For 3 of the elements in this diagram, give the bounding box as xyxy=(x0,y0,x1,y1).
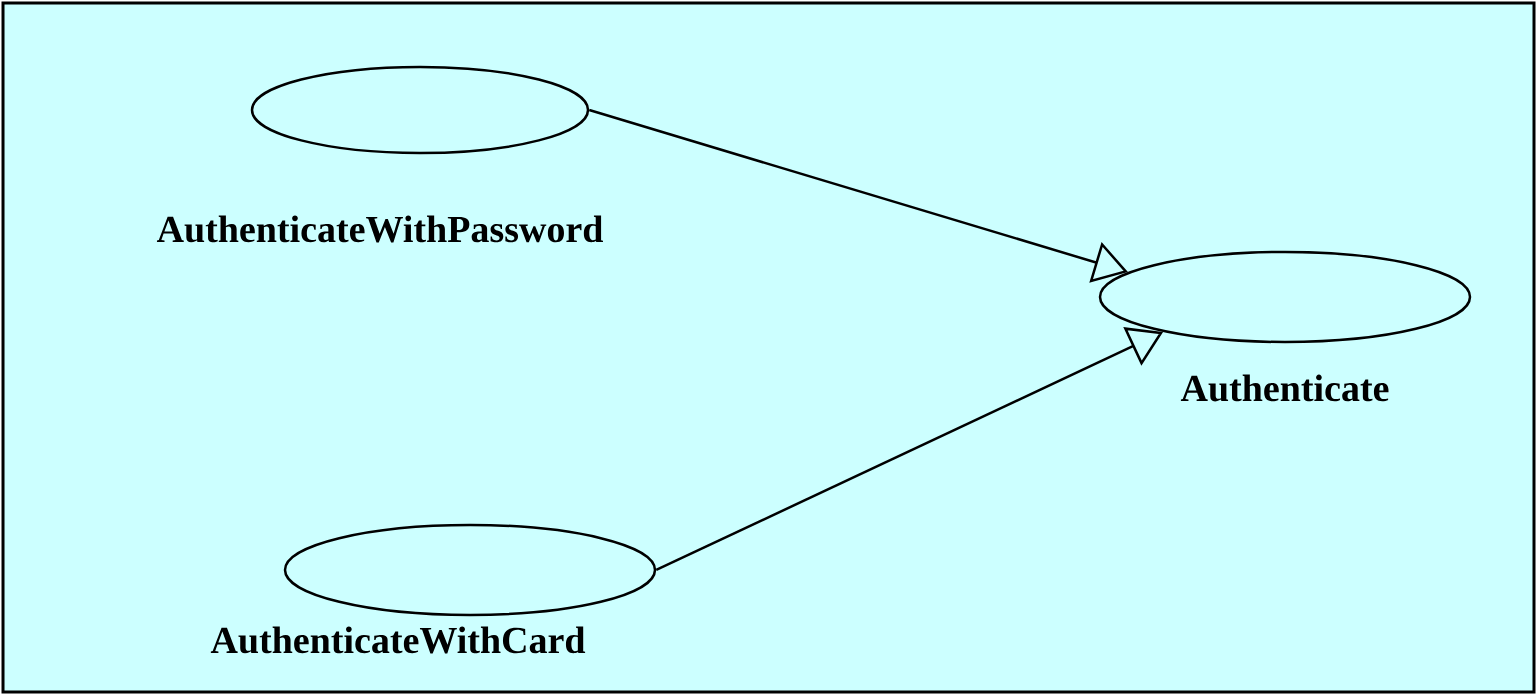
use-case-label: AuthenticateWithCard xyxy=(210,626,586,654)
use-case-label: Authenticate xyxy=(1180,374,1389,402)
use-case-label: AuthenticateWithPassword xyxy=(156,215,603,243)
